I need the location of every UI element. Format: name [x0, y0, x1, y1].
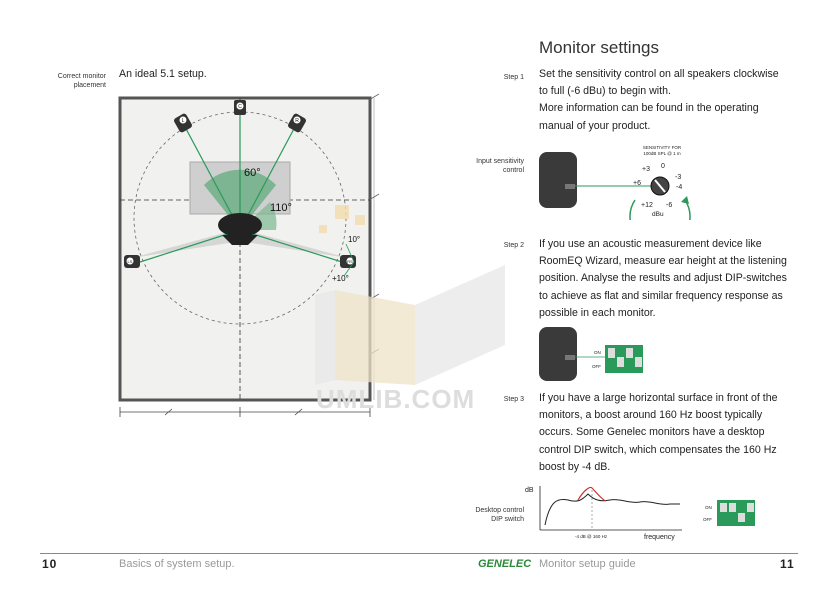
- left-page-number: 10: [42, 557, 58, 571]
- angle-plus10-label: +10°: [332, 274, 349, 283]
- speaker-C: [234, 100, 246, 115]
- step3-label: Step 3: [503, 396, 524, 403]
- step1-line: Set the sensitivity control on all speak…: [539, 68, 779, 80]
- speaker-R: [288, 113, 306, 133]
- speaker-L: [174, 113, 192, 133]
- step1-line: to full (-6 dBu) to begin with.: [539, 85, 671, 98]
- step2-line: possible in each monitor.: [539, 306, 656, 319]
- step1-text: Set the sensitivity control on all speak…: [539, 66, 779, 135]
- graph-marker: -4 dB @ 160 Hz: [575, 534, 608, 539]
- angle-60-label: 60°: [244, 167, 261, 179]
- listener-desk: [222, 235, 258, 245]
- frequency-response-graph: dB -4 dB @ 160 Hz frequency ON OFF: [525, 486, 755, 541]
- desktop-control-line: Desktop control: [475, 507, 524, 514]
- watermark-logo: [315, 205, 505, 385]
- step2-text: If you use an acoustic measurement devic…: [539, 236, 787, 322]
- dial-tick: -3: [675, 174, 681, 181]
- graph-ylabel: dB: [525, 487, 534, 494]
- input-sens-line: control: [502, 167, 524, 174]
- desktop-control-label: Desktop control DIP switch: [458, 506, 524, 524]
- dial-tick: -4: [676, 184, 682, 191]
- speaker-back-icon: [539, 327, 577, 381]
- rs-beam: [245, 230, 348, 258]
- speaker-layout-diagram: C L R LS RS 60° 110° 10° +10°: [118, 93, 380, 417]
- right-footer-text: Monitor setup guide: [539, 558, 636, 570]
- step3-text: If you have a large horizontal surface i…: [539, 390, 778, 476]
- page-title: Monitor settings: [539, 38, 659, 57]
- footer-rule: [40, 553, 798, 554]
- step1-line: manual of your product.: [539, 119, 651, 132]
- ls-beam: [132, 230, 235, 258]
- dial-header: 100dB SPL @ 1 m: [643, 151, 680, 156]
- graph-xlabel: frequency: [644, 534, 675, 541]
- dial-tick: +6: [633, 180, 641, 187]
- response-curve: [544, 493, 680, 526]
- left-footer-text: Basics of system setup.: [119, 558, 235, 570]
- step1-label: Step 1: [503, 74, 524, 81]
- speaker-label-RS: RS: [347, 259, 353, 264]
- listener-chair: [218, 213, 262, 237]
- step3-line: boost by -4 dB.: [539, 460, 611, 473]
- setup-caption: An ideal 5.1 setup.: [119, 68, 207, 80]
- speaker-LS: [124, 255, 140, 268]
- angle-110-label: 110°: [270, 202, 292, 214]
- watermark-text: UMLIB.COM: [316, 384, 476, 414]
- speaker-back-icon: [539, 152, 577, 208]
- step3-line: control DIP switch, which compensates th…: [539, 443, 777, 456]
- input-sens-line: Input sensitivity: [476, 158, 524, 165]
- speaker-label-LS: LS: [128, 259, 133, 264]
- genelec-logo: GENELEC: [478, 558, 532, 570]
- dial-tick: -6: [666, 202, 672, 209]
- side-label-line: Correct monitor: [57, 73, 106, 80]
- speaker-label-C: C: [238, 104, 242, 110]
- input-sensitivity-label: Input sensitivity control: [460, 157, 524, 175]
- dial-tick: +12: [641, 202, 653, 209]
- step2-line: If you use an acoustic measurement devic…: [539, 238, 762, 250]
- dip-off-label: OFF: [592, 364, 601, 369]
- dial-header: SENSITIVITY FOR: [643, 145, 682, 150]
- step3-line: monitors, a boost around 160 Hz boost ty…: [539, 409, 763, 422]
- step2-line: to achieve as flat and similar frequency…: [539, 289, 783, 302]
- dial-tick: +3: [642, 166, 650, 173]
- dip-off-label: OFF: [703, 517, 712, 522]
- boost-curve: [577, 486, 607, 502]
- speaker-label-L: L: [182, 118, 185, 124]
- speaker-label-R: R: [295, 118, 299, 124]
- right-page-number: 11: [780, 557, 795, 571]
- desktop-control-line: DIP switch: [491, 516, 524, 523]
- dip-on-label: ON: [705, 505, 712, 510]
- dial-tick: 0: [661, 163, 665, 170]
- step3-line: If you have a large horizontal surface i…: [539, 392, 778, 404]
- angle-10-label: 10°: [348, 235, 360, 244]
- dip-switch-illustration: ON OFF: [539, 327, 643, 381]
- step2-line: RoomEQ Wizard, measure ear height at the…: [539, 255, 787, 268]
- dip-on-label: ON: [594, 350, 601, 355]
- step3-line: occurs. Some Genelec monitors have a des…: [539, 426, 765, 439]
- sensitivity-dial-illustration: SENSITIVITY FOR 100dB SPL @ 1 m +3 0 -3 …: [539, 145, 691, 220]
- dial-unit: dBu: [652, 211, 664, 218]
- placement-side-label: Correct monitor placement: [40, 72, 106, 90]
- step2-line: position. Analyse the results and adjust…: [539, 272, 787, 285]
- step1-line: More information can be found in the ope…: [539, 102, 759, 115]
- step2-label: Step 2: [503, 242, 524, 249]
- side-label-line: placement: [73, 82, 106, 89]
